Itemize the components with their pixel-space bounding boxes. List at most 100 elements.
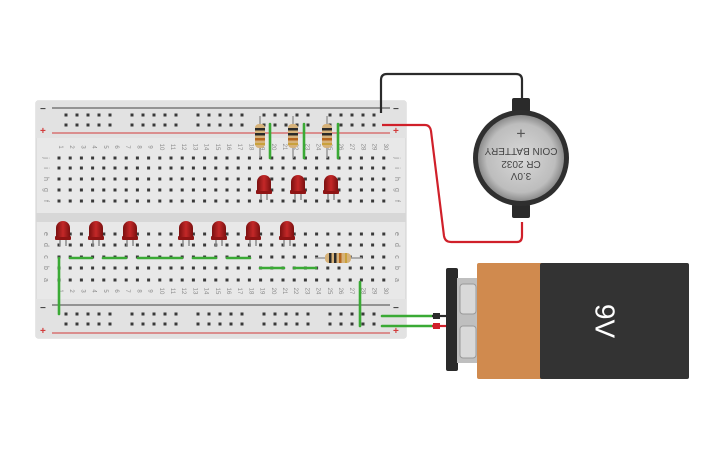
breadboard-hole[interactable] — [225, 156, 229, 160]
breadboard-hole[interactable] — [225, 166, 229, 170]
rail-hole[interactable] — [350, 322, 354, 326]
breadboard-hole[interactable] — [158, 278, 162, 282]
breadboard-hole[interactable] — [180, 188, 184, 192]
rail-hole[interactable] — [141, 322, 145, 326]
breadboard-hole[interactable] — [147, 199, 151, 203]
rail-hole[interactable] — [339, 312, 343, 316]
breadboard-hole[interactable] — [158, 266, 162, 270]
rail-hole[interactable] — [174, 312, 178, 316]
breadboard-hole[interactable] — [259, 166, 263, 170]
jumper-wires[interactable] — [57, 122, 440, 328]
breadboard-hole[interactable] — [236, 266, 240, 270]
breadboard-hole[interactable] — [225, 188, 229, 192]
resistor[interactable] — [288, 116, 298, 158]
breadboard-hole[interactable] — [359, 255, 363, 259]
rail-hole[interactable] — [64, 113, 68, 117]
breadboard-hole[interactable] — [236, 177, 240, 181]
breadboard-hole[interactable] — [348, 156, 352, 160]
led-red[interactable] — [323, 175, 339, 200]
breadboard-hole[interactable] — [68, 266, 72, 270]
breadboard-hole[interactable] — [303, 243, 307, 247]
breadboard-hole[interactable] — [259, 199, 263, 203]
breadboard-hole[interactable] — [382, 266, 386, 270]
breadboard-hole[interactable] — [57, 199, 61, 203]
rail-hole[interactable] — [328, 322, 332, 326]
rail-hole[interactable] — [262, 113, 266, 117]
breadboard-hole[interactable] — [337, 266, 341, 270]
breadboard-hole[interactable] — [180, 166, 184, 170]
rail-hole[interactable] — [306, 113, 310, 117]
rail-hole[interactable] — [174, 322, 178, 326]
breadboard-hole[interactable] — [79, 199, 83, 203]
breadboard-hole[interactable] — [135, 243, 139, 247]
breadboard-hole[interactable] — [236, 199, 240, 203]
breadboard-hole[interactable] — [203, 177, 207, 181]
breadboard-hole[interactable] — [180, 199, 184, 203]
rail-hole[interactable] — [240, 123, 244, 127]
rail-hole[interactable] — [152, 113, 156, 117]
breadboard-hole[interactable] — [371, 255, 375, 259]
rail-hole[interactable] — [75, 123, 79, 127]
breadboard-hole[interactable] — [135, 188, 139, 192]
breadboard-hole[interactable] — [247, 278, 251, 282]
rail-hole[interactable] — [262, 123, 266, 127]
led-red[interactable] — [122, 221, 138, 246]
rail-hole[interactable] — [339, 113, 343, 117]
rail-hole[interactable] — [196, 312, 200, 316]
rail-hole[interactable] — [64, 322, 68, 326]
breadboard-hole[interactable] — [135, 166, 139, 170]
rail-hole[interactable] — [130, 113, 134, 117]
breadboard-hole[interactable] — [102, 166, 106, 170]
breadboard-hole[interactable] — [147, 156, 151, 160]
breadboard-hole[interactable] — [214, 166, 218, 170]
breadboard-hole[interactable] — [57, 166, 61, 170]
breadboard-hole[interactable] — [236, 243, 240, 247]
breadboard-hole[interactable] — [337, 278, 341, 282]
breadboard-hole[interactable] — [326, 199, 330, 203]
breadboard-hole[interactable] — [169, 243, 173, 247]
breadboard-hole[interactable] — [371, 278, 375, 282]
breadboard-hole[interactable] — [79, 177, 83, 181]
breadboard-hole[interactable] — [124, 278, 128, 282]
breadboard-hole[interactable] — [79, 278, 83, 282]
breadboard-hole[interactable] — [371, 156, 375, 160]
breadboard-hole[interactable] — [303, 156, 307, 160]
breadboard-hole[interactable] — [79, 232, 83, 236]
breadboard-hole[interactable] — [113, 199, 117, 203]
breadboard-hole[interactable] — [203, 188, 207, 192]
rail-hole[interactable] — [295, 123, 299, 127]
breadboard-hole[interactable] — [247, 266, 251, 270]
rail-hole[interactable] — [75, 322, 79, 326]
breadboard-hole[interactable] — [359, 177, 363, 181]
rail-hole[interactable] — [328, 113, 332, 117]
breadboard-hole[interactable] — [281, 255, 285, 259]
led-red[interactable] — [256, 175, 272, 200]
breadboard-hole[interactable] — [303, 232, 307, 236]
breadboard-hole[interactable] — [102, 177, 106, 181]
breadboard-hole[interactable] — [102, 232, 106, 236]
breadboard-hole[interactable] — [135, 232, 139, 236]
rail-hole[interactable] — [350, 312, 354, 316]
breadboard-hole[interactable] — [371, 232, 375, 236]
breadboard-hole[interactable] — [102, 243, 106, 247]
breadboard-hole[interactable] — [158, 243, 162, 247]
breadboard-hole[interactable] — [315, 255, 319, 259]
breadboard-hole[interactable] — [147, 177, 151, 181]
breadboard-hole[interactable] — [91, 278, 95, 282]
breadboard-hole[interactable] — [359, 232, 363, 236]
rail-hole[interactable] — [361, 322, 365, 326]
rail-hole[interactable] — [350, 123, 354, 127]
breadboard-hole[interactable] — [169, 156, 173, 160]
breadboard-hole[interactable] — [214, 199, 218, 203]
breadboard-hole[interactable] — [337, 243, 341, 247]
breadboard-hole[interactable] — [292, 199, 296, 203]
breadboard-hole[interactable] — [79, 166, 83, 170]
breadboard-hole[interactable] — [169, 278, 173, 282]
breadboard-hole[interactable] — [326, 278, 330, 282]
breadboard-hole[interactable] — [382, 243, 386, 247]
breadboard-hole[interactable] — [337, 177, 341, 181]
rail-hole[interactable] — [229, 312, 233, 316]
breadboard-hole[interactable] — [270, 188, 274, 192]
breadboard-hole[interactable] — [281, 177, 285, 181]
breadboard-hole[interactable] — [113, 156, 117, 160]
